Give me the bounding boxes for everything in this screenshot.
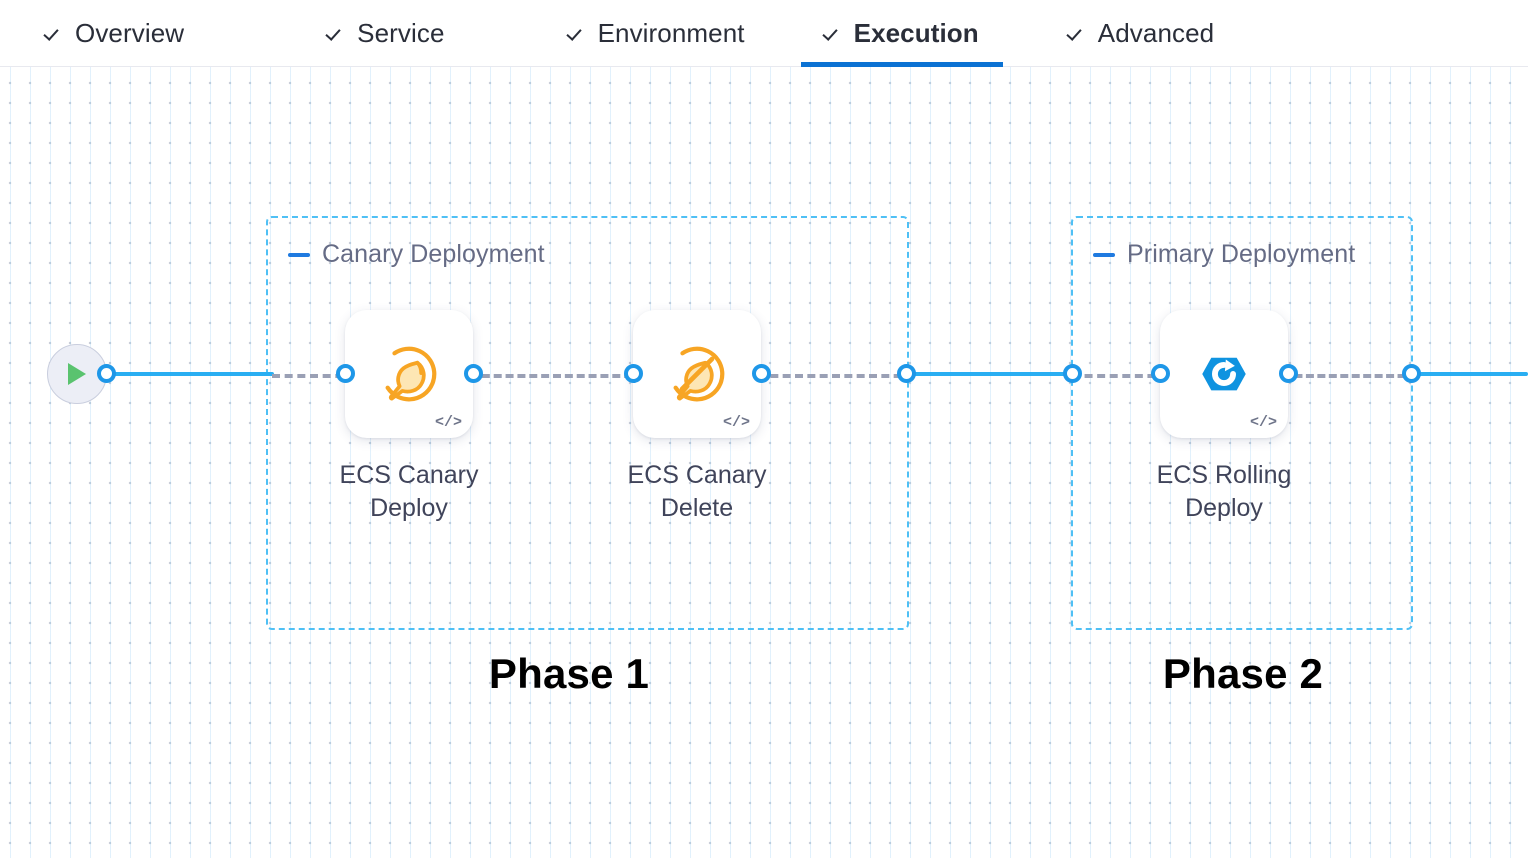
rolling-deploy-icon	[1202, 357, 1246, 391]
phase-label-1: Phase 1	[488, 650, 650, 697]
check-icon	[569, 24, 587, 42]
check-icon	[825, 24, 843, 42]
edge-group2-to-end	[1410, 372, 1528, 376]
tab-service[interactable]: Service	[304, 0, 468, 67]
port-node3-in[interactable]	[1151, 364, 1170, 383]
tab-label: Overview	[75, 17, 185, 48]
tab-execution[interactable]: Execution	[800, 0, 1003, 67]
port-node1-in[interactable]	[336, 364, 355, 383]
group-title: Primary Deployment	[1127, 240, 1356, 268]
edge-dashed-2	[470, 374, 644, 378]
port-node2-in[interactable]	[624, 364, 643, 383]
node-icon-wrap	[1160, 310, 1288, 438]
group-header: Canary Deployment	[288, 240, 545, 269]
node-icon-wrap	[345, 310, 473, 438]
node-ecs-rolling-deploy[interactable]: </>	[1160, 310, 1288, 438]
node-ecs-canary-deploy[interactable]: </>	[345, 310, 473, 438]
tab-label: Advanced	[1097, 17, 1215, 48]
edge-group1-to-group2	[906, 372, 1078, 376]
edge-start-to-group1	[106, 372, 274, 376]
group-canary-deployment[interactable]: Canary Deployment	[266, 216, 909, 630]
minus-icon[interactable]	[288, 252, 310, 257]
port-group2-in[interactable]	[1063, 364, 1082, 383]
play-icon	[68, 363, 86, 385]
tab-label: Execution	[853, 17, 979, 48]
check-icon	[1069, 24, 1087, 42]
tab-label: Service	[357, 17, 445, 48]
node-label-ecs-rolling-deploy: ECS Rolling Deploy	[1156, 461, 1292, 522]
port-group1-out[interactable]	[897, 364, 916, 383]
edge-dashed-5	[1283, 374, 1417, 378]
edge-dashed-4	[1072, 374, 1168, 378]
code-badge-icon[interactable]: </>	[1249, 414, 1277, 431]
tab-overview[interactable]: Overview	[22, 0, 208, 67]
tab-active-underline	[800, 61, 1003, 67]
check-icon	[328, 24, 346, 42]
code-badge-icon[interactable]: </>	[434, 414, 462, 431]
code-badge-icon[interactable]: </>	[722, 414, 750, 431]
wizard-tab-bar: Overview Service Environment Execution A…	[0, 0, 1528, 67]
node-icon-wrap	[633, 310, 761, 438]
port-group2-out[interactable]	[1402, 364, 1421, 383]
edge-dashed-3	[758, 374, 914, 378]
canary-deploy-icon	[381, 346, 437, 402]
check-icon	[46, 24, 64, 42]
group-title: Canary Deployment	[322, 240, 545, 268]
group-header: Primary Deployment	[1093, 240, 1355, 269]
port-start-out[interactable]	[97, 364, 116, 383]
canary-delete-icon	[669, 346, 725, 402]
group-primary-deployment[interactable]: Primary Deployment	[1071, 216, 1413, 630]
phase-label-2: Phase 2	[1162, 650, 1324, 697]
tab-label: Environment	[597, 17, 745, 48]
pipeline-canvas[interactable]: Canary Deployment Primary Deployment	[0, 67, 1528, 858]
node-label-ecs-canary-delete: ECS Canary Delete	[627, 461, 767, 522]
minus-icon[interactable]	[1093, 252, 1115, 257]
node-ecs-canary-delete[interactable]: </>	[633, 310, 761, 438]
port-node3-out[interactable]	[1279, 364, 1298, 383]
port-node2-out[interactable]	[752, 364, 771, 383]
tab-environment[interactable]: Environment	[545, 0, 769, 67]
edge-dashed-1	[272, 374, 356, 378]
tab-advanced[interactable]: Advanced	[1045, 0, 1238, 67]
node-label-ecs-canary-deploy: ECS Canary Deploy	[339, 461, 479, 522]
port-node1-out[interactable]	[464, 364, 483, 383]
